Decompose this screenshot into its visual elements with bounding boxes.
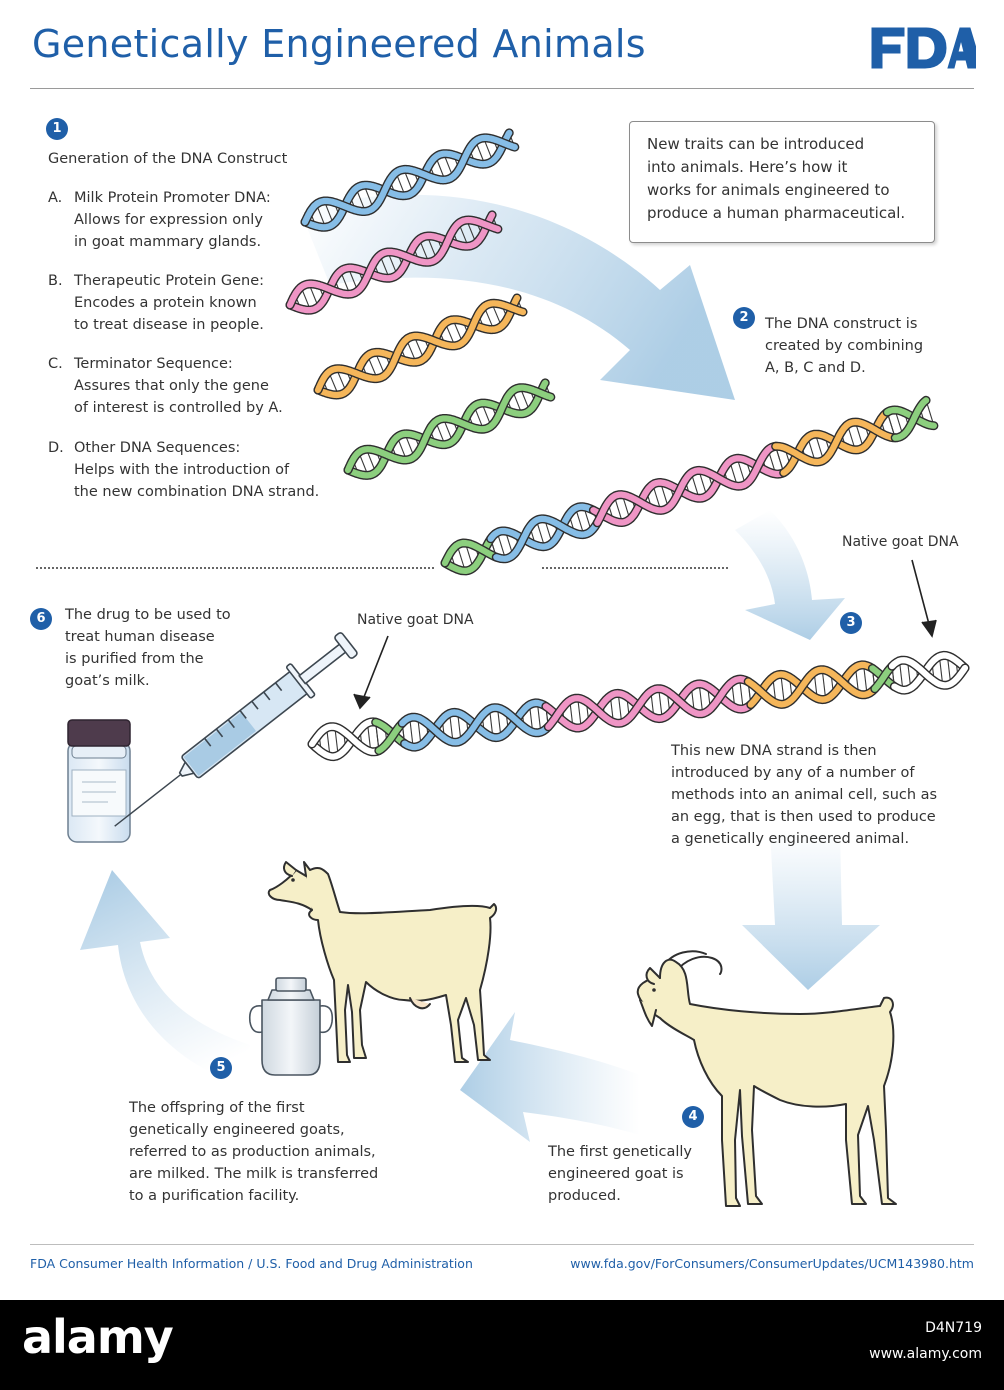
construct-item-a: A. Milk Protein Promoter DNA: Allows for… <box>48 187 328 257</box>
dna-strand-c <box>313 293 528 400</box>
page-title: Genetically Engineered Animals <box>32 22 646 66</box>
combined-dna-construct <box>440 395 939 576</box>
diagram-graphics <box>67 128 970 1207</box>
section-divider-left <box>36 567 434 569</box>
arrow-step3-to-step4 <box>742 830 880 990</box>
item-title: Other DNA Sequences: <box>74 440 241 456</box>
milk-can-illustration <box>248 977 334 1076</box>
footer-source: FDA Consumer Health Information / U.S. F… <box>30 1256 473 1271</box>
construct-item-c: C. Terminator Sequence: Assures that onl… <box>48 353 328 423</box>
step-4-text: The first genetically engineered goat is… <box>548 1144 692 1204</box>
integrated-dna-strand <box>307 650 970 762</box>
pointer-native-right <box>911 559 937 638</box>
drug-vial-illustration <box>67 719 131 843</box>
arrow-step4-to-step5 <box>460 1012 640 1142</box>
dna-strand-b <box>285 210 503 315</box>
fda-logo <box>868 24 976 72</box>
item-title: Terminator Sequence: <box>74 356 233 372</box>
dna-strand-a <box>300 128 520 232</box>
stock-image-id: D4N719 <box>925 1320 982 1336</box>
step-1-heading: Generation of the DNA Construct <box>48 151 288 167</box>
step-6-text: The drug to be used to treat human disea… <box>65 607 231 689</box>
item-letter: C. <box>48 356 63 372</box>
item-letter: D. <box>48 440 64 456</box>
step-5-text: The offspring of the first genetically e… <box>129 1100 379 1204</box>
alamy-logo: alamy <box>22 1310 174 1364</box>
production-goat-illustration <box>267 861 498 1063</box>
step-5-badge: 5 <box>210 1057 232 1079</box>
dna-strand-d <box>343 378 556 480</box>
item-title: Therapeutic Protein Gene: <box>74 273 265 289</box>
intro-callout-box: New traits can be introduced into animal… <box>629 121 935 243</box>
step-2-badge: 2 <box>733 307 755 329</box>
item-description: Assures that only the gene of interest i… <box>74 378 283 416</box>
footer-url-link[interactable]: www.fda.gov/ForConsumers/ConsumerUpdates… <box>570 1256 974 1271</box>
step-1-badge: 1 <box>46 118 68 140</box>
step-4-badge: 4 <box>682 1106 704 1128</box>
step-3-badge: 3 <box>840 612 862 634</box>
fda-logo-mark <box>871 27 976 69</box>
item-title: Milk Protein Promoter DNA: <box>74 190 271 206</box>
footer-divider <box>30 1244 974 1245</box>
construct-item-d: D. Other DNA Sequences: Helps with the i… <box>48 437 338 507</box>
title-divider <box>30 88 974 89</box>
first-engineered-goat-illustration <box>636 950 897 1207</box>
step-6-badge: 6 <box>30 608 52 630</box>
item-letter: B. <box>48 273 63 289</box>
native-goat-dna-label-right: Native goat DNA <box>842 534 959 550</box>
watermark-bar <box>0 1300 1004 1390</box>
arrow-step5-to-step6 <box>80 870 250 1085</box>
stock-url: www.alamy.com <box>869 1346 982 1362</box>
syringe-illustration <box>114 632 358 827</box>
item-description: Helps with the introduction of the new c… <box>74 462 320 500</box>
item-description: Encodes a protein known to treat disease… <box>74 295 264 333</box>
item-description: Allows for expression only in goat mamma… <box>74 212 263 250</box>
section-divider-right <box>542 567 728 569</box>
step-2-text: The DNA construct is created by combinin… <box>765 316 924 376</box>
construct-item-b: B. Therapeutic Protein Gene: Encodes a p… <box>48 270 328 340</box>
step-3-text: This new DNA strand is then introduced b… <box>671 743 938 847</box>
native-goat-dna-label-left: Native goat DNA <box>357 612 474 628</box>
arrow-step2-to-step3 <box>735 510 845 640</box>
item-letter: A. <box>48 190 63 206</box>
pointer-native-left <box>353 635 389 710</box>
